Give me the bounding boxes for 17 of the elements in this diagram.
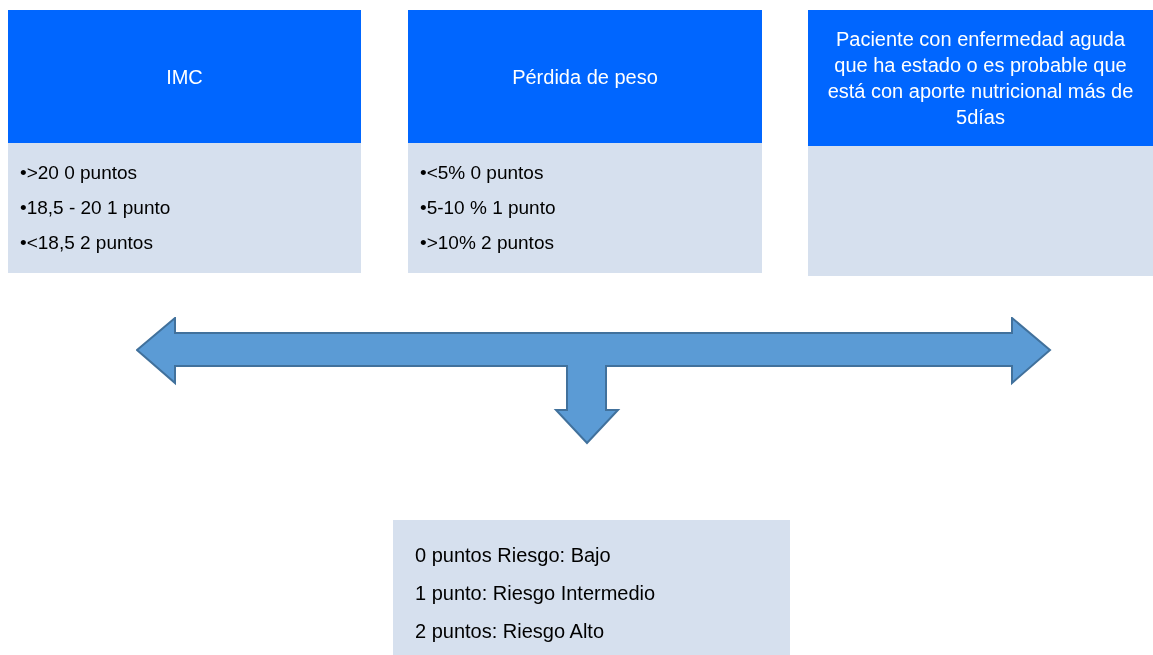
criteria-card (408, 10, 762, 273)
criteria-card (8, 10, 361, 273)
list-item: •>20 0 puntos (20, 161, 138, 185)
risk-level-text: 2 puntos: Riesgo Alto (415, 619, 604, 644)
risk-level-text: 1 punto: Riesgo Intermedio (415, 581, 656, 606)
risk-level-text: 0 puntos Riesgo: Bajo (415, 543, 611, 568)
result-box (393, 520, 790, 655)
card-header: IMC (8, 10, 361, 143)
list-item: •5-10 % 1 punto (420, 196, 556, 220)
block-arrow (136, 317, 1052, 445)
criteria-card (808, 10, 1153, 276)
list-item: •18,5 - 20 1 punto (20, 196, 171, 220)
card-header: Paciente con enfermedad aguda que ha estado o es probable que está con aporte nutricional más de 5días (808, 10, 1153, 146)
list-item: •>10% 2 puntos (420, 231, 554, 255)
list-item: •<18,5 2 puntos (20, 231, 153, 255)
card-header: Pérdida de peso (408, 10, 762, 143)
list-item: •<5% 0 puntos (420, 161, 544, 185)
